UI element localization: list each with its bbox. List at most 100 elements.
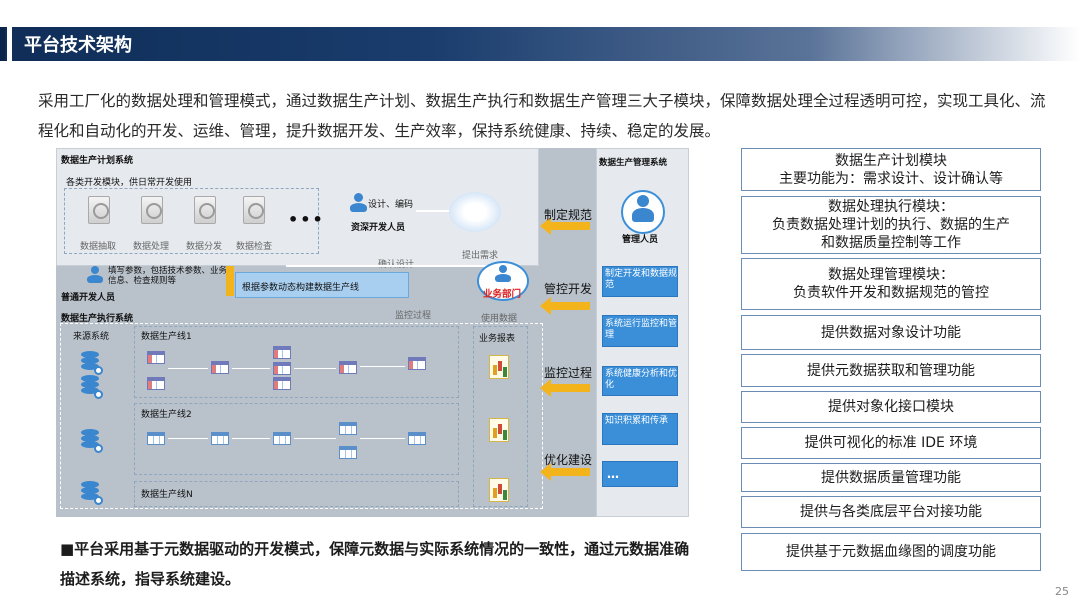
feature-item: 提供可视化的标准 IDE 环境: [741, 427, 1041, 459]
flow-line: [232, 368, 270, 369]
arrow-left: [540, 217, 590, 235]
feature-label: 数据处理执行模块： 负责数据处理计划的执行、数据的生产 和数据质量控制等工作: [772, 199, 1010, 251]
table-icon: [273, 362, 291, 375]
report-chart-icon: [489, 355, 509, 379]
page-number: 25: [1055, 585, 1069, 598]
page-title: 平台技术架构: [24, 35, 132, 56]
mgmt-item: [602, 315, 678, 347]
feature-label: 提供数据对象设计功能: [821, 324, 961, 341]
report-chart-icon: [489, 418, 509, 442]
tool-label: 数据分发: [186, 242, 223, 252]
feature-item: 提供与各类底层平台对接功能: [741, 496, 1041, 528]
normal-dev-label: 普通开发人员: [61, 293, 116, 303]
distribute-tool-icon: [194, 196, 216, 224]
table-icon: [273, 377, 291, 390]
feature-mgmt-module: 数据处理管理模块： 负责软件开发和数据规范的管控: [741, 258, 1041, 310]
feature-label: 提供数据质量管理功能: [821, 469, 961, 486]
mgmt-item: [602, 366, 678, 396]
table-icon: [211, 432, 229, 445]
normal-dev-person-icon: [86, 266, 104, 284]
feature-exec-module: 数据处理执行模块： 负责数据处理计划的执行、数据的生产 和数据质量控制等工作: [741, 196, 1041, 254]
arrow-left: [540, 379, 590, 397]
normal-dev-action: 填写参数，包括技术参数、业务信息、检查规则等: [108, 266, 228, 286]
feature-label: 提供基于元数据血缘图的调度功能: [786, 544, 996, 560]
table-icon: [408, 357, 426, 370]
production-line-n-label: 数据生产线N: [141, 490, 193, 500]
dev-modules-caption: 各类开发模块，供日常开发使用: [66, 178, 193, 188]
senior-dev-label: 资深开发人员: [351, 223, 406, 233]
flow-line: [232, 438, 270, 439]
build-line-box: [235, 272, 409, 298]
mgmt-item-label: 制定开发和数据规范: [605, 269, 678, 290]
feature-item: 提供数据质量管理功能: [741, 463, 1041, 492]
footer-note: ■平台采用基于元数据驱动的开发模式，保障元数据与实际系统情况的一致性，通过元数据…: [60, 540, 690, 588]
production-line-2: [134, 403, 459, 475]
table-icon: [147, 351, 165, 364]
report-column: [473, 326, 528, 507]
plan-system-label: 数据生产计划系统: [61, 156, 134, 166]
table-icon: [273, 346, 291, 359]
table-icon: [211, 361, 229, 374]
confirm-design-label: 确认设计: [378, 257, 414, 270]
mgmt-item-label: …: [607, 467, 619, 481]
propose-requirement-label: 提出需求: [462, 251, 499, 261]
table-icon: [339, 422, 357, 435]
report-chart-icon: [489, 478, 509, 502]
arrow-label: 优化建设: [544, 453, 593, 467]
feature-label: 提供对象化接口模块: [828, 399, 954, 415]
flow-line: [360, 438, 405, 439]
flow-line: [168, 438, 208, 439]
flow-line: [360, 366, 405, 367]
exec-system-label: 数据生产执行系统: [61, 314, 134, 324]
confirm-connector: [286, 265, 516, 267]
feature-label: 数据生产计划模块 主要功能为：需求设计、设计确认等: [779, 152, 1003, 187]
database-icon: [81, 429, 103, 453]
feature-label: 提供元数据获取和管理功能: [807, 362, 975, 379]
check-tool-icon: [243, 196, 265, 224]
production-line-n: [134, 481, 459, 507]
biz-report-label: 业务报表: [479, 334, 516, 344]
table-icon: [273, 432, 291, 445]
title-accent-stripe: [7, 27, 12, 61]
feature-item: 提供基于元数据血缘图的调度功能: [741, 533, 1041, 571]
intro-paragraph: 采用工厂化的数据处理和管理模式，通过数据生产计划、数据生产执行和数据生产管理三大…: [38, 92, 1046, 140]
senior-dev-action: 设计、编码: [368, 200, 414, 210]
tool-label: 数据抽取: [80, 242, 117, 252]
mgmt-item-label: 知识积累和传承: [605, 416, 669, 426]
flow-line: [294, 438, 336, 439]
arrow-left: [540, 297, 590, 315]
tool-label: 数据处理: [133, 242, 170, 252]
process-tool-icon: [141, 196, 163, 224]
feature-item: 提供元数据获取和管理功能: [741, 354, 1041, 387]
flow-line: [294, 368, 336, 369]
feature-item: 提供对象化接口模块: [741, 391, 1041, 423]
table-icon: [339, 446, 357, 459]
feature-label: 提供可视化的标准 IDE 环境: [804, 435, 978, 451]
arrow-left: [540, 463, 590, 481]
build-line-label: 根据参数动态构建数据生产线: [242, 283, 360, 293]
table-icon: [339, 361, 357, 374]
mgmt-item: [602, 413, 678, 445]
mgmt-system-label: 数据生产管理系统: [599, 158, 668, 168]
title-bar: [0, 27, 1080, 61]
table-icon: [147, 432, 165, 445]
feature-label: 数据处理管理模块： 负责软件开发和数据规范的管控: [793, 267, 989, 301]
production-line-1: [134, 326, 459, 398]
biz-dept-label: 业务部门: [483, 289, 522, 300]
title-accent: [0, 27, 5, 61]
table-icon: [147, 377, 165, 390]
database-icon: [81, 481, 103, 505]
architecture-diagram: 数据生产计划系统 各类开发模块，供日常开发使用 数据抽取 数据处理 数据分发 数…: [56, 148, 689, 517]
mgmt-item: [602, 461, 678, 487]
network-cloud-icon: [449, 192, 501, 232]
manager-label: 管理人员: [622, 235, 659, 245]
exec-system-box: [60, 323, 543, 509]
mgmt-item-label: 系统运行监控和管理: [605, 319, 678, 340]
senior-dev-person-icon: [349, 193, 369, 213]
arrow-label: 制定规范: [544, 208, 593, 222]
flow-line: [168, 368, 208, 369]
source-system-label: 来源系统: [73, 332, 110, 342]
dev-modules-box: [64, 188, 319, 254]
arrow-label: 监控过程: [544, 366, 593, 380]
mgmt-item-label: 系统健康分析和优化: [605, 369, 678, 390]
